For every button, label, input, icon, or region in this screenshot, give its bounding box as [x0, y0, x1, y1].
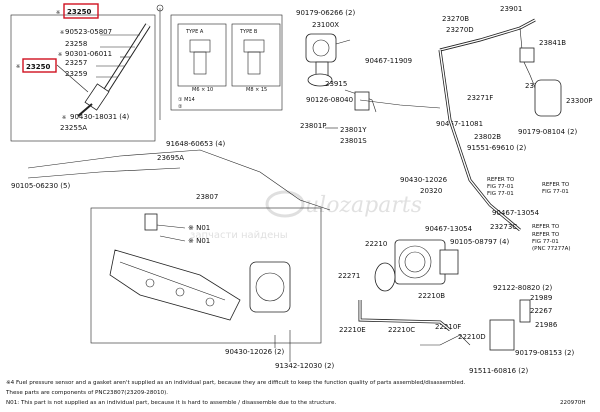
part-91648[interactable]: 91648-60653 (4) [166, 140, 225, 148]
fuel-pump-group: 90179-06266 (2) 23100X 90467-11909 23915… [296, 9, 412, 145]
svg-text:※: ※ [62, 115, 66, 121]
part-91551[interactable]: 91551-69610 (2) [467, 144, 526, 152]
refer-4-c[interactable]: (PNC 77277A) [532, 246, 571, 252]
part-23695A[interactable]: 23695A [157, 154, 184, 162]
svg-text:※: ※ [16, 64, 20, 70]
part-22210[interactable]: 22210 [365, 240, 387, 248]
part-22210E[interactable]: 22210E [339, 326, 366, 334]
part-90430-12026b[interactable]: 90430-12026 (2) [225, 348, 284, 356]
part-23801P[interactable]: 23801P [300, 122, 327, 130]
refer-4-a[interactable]: REFER TO [532, 224, 560, 230]
note-3: N01: This part is not supplied as an ind… [6, 400, 336, 406]
svg-text:※: ※ [56, 10, 60, 16]
intake-manifold-drawing: 90430-12026 (2) 91342-12030 (2) [27, 149, 334, 370]
left-mid-labels: 91648-60653 (4) 23695A 90105-06230 (5) 2… [11, 140, 540, 245]
part-90467-11909[interactable]: 90467-11909 [365, 57, 412, 65]
part-N01b[interactable]: ※ N01 [188, 237, 210, 245]
part-22271[interactable]: 22271 [338, 272, 360, 280]
svg-text:※: ※ [58, 52, 62, 58]
throttle-body-group: 22210 90105-08797 (4) 22271 22210B 22210… [338, 238, 574, 375]
detail-mark-1: ① M14 [178, 97, 195, 103]
part-90179-08104[interactable]: 90179-08104 (2) [518, 128, 577, 136]
part-23270B[interactable]: 23270B [442, 15, 469, 23]
part-90467-11081[interactable]: 90467-11081 [436, 120, 483, 128]
fuel-line-group: 23270B 23270D 23901 23841B 23270 23300P … [359, 5, 593, 232]
svg-text:※: ※ [60, 30, 64, 36]
part-20320[interactable]: 20320 [420, 187, 442, 195]
part-23801S[interactable]: 23801S [340, 137, 367, 145]
type-detail-box: TYPE A TYPE B M6 × 10 M8 × 15 ① M14 ② [170, 14, 283, 111]
watermark-brand: ulozaparts [305, 193, 422, 218]
refer-2-a[interactable]: REFER TO [542, 182, 570, 188]
part-91342[interactable]: 91342-12030 (2) [275, 362, 334, 370]
highlight-23250-top [63, 3, 99, 19]
refer-1-a[interactable]: REFER TO [487, 177, 515, 183]
part-21989[interactable]: 21989 [530, 294, 552, 302]
part-90105[interactable]: 90105-06230 (5) [11, 182, 70, 190]
part-23901[interactable]: 23901 [500, 5, 522, 13]
part-22210C[interactable]: 22210C [388, 326, 415, 334]
part-90467-13054[interactable]: 90467-13054 [492, 209, 540, 217]
type-a-label: TYPE A [185, 29, 204, 35]
part-23271F[interactable]: 23271F [467, 94, 493, 102]
part-23300P[interactable]: 23300P [566, 97, 593, 105]
refer-3-b[interactable]: FIG 77-01 [532, 239, 559, 245]
part-23802B[interactable]: 23802B [474, 133, 501, 141]
part-23270D[interactable]: 23270D [446, 26, 474, 34]
part-23801Y[interactable]: 23801Y [340, 126, 367, 134]
diagram-code: 220970H [560, 400, 586, 406]
part-90523[interactable]: 90523-05807 [65, 28, 112, 36]
refer-4-b[interactable]: FIG 77-01 [487, 191, 514, 197]
part-23258[interactable]: 23258 [65, 40, 87, 48]
highlight-23250-main [22, 58, 57, 73]
injector-group: ※ 23250 ※ 23250 ※ 90523-05807 23258 ※ 90… [10, 3, 164, 142]
part-23250-main[interactable]: 23250 [26, 63, 50, 71]
part-90430-18031[interactable]: 90430-18031 (4) [70, 113, 129, 121]
part-90179-06266[interactable]: 90179-06266 (2) [296, 9, 355, 17]
note-2: These parts are components of PNC23807(2… [5, 390, 168, 396]
part-N01a[interactable]: ※ N01 [188, 224, 210, 232]
detail-mark-2: ② [178, 104, 183, 110]
part-22210B[interactable]: 22210B [418, 292, 445, 300]
part-23807[interactable]: 23807 [196, 193, 218, 201]
part-92122[interactable]: 92122-80820 (2) [493, 284, 552, 292]
part-23255A[interactable]: 23255A [60, 124, 87, 132]
type-b-spec: M8 × 15 [246, 87, 267, 93]
refer-2-b[interactable]: FIG 77-01 [542, 189, 569, 195]
part-90105-08797[interactable]: 90105-08797 (4) [450, 238, 509, 246]
watermark: ulozaparts запчасти найдены [190, 190, 422, 241]
part-90430-12026a[interactable]: 90430-12026 [400, 176, 448, 184]
part-23915[interactable]: 23915 [325, 80, 347, 88]
injector-drawing [56, 4, 164, 120]
footnotes: ※4 Fuel pressure sensor and a gasket are… [5, 380, 586, 406]
type-a-spec: M6 × 10 [192, 87, 213, 93]
part-22210D[interactable]: 22210D [458, 333, 486, 341]
part-90126[interactable]: 90126-08040 (2) [306, 96, 365, 104]
part-23841B[interactable]: 23841B [539, 39, 566, 47]
part-23273C[interactable]: 23273C [490, 223, 517, 231]
part-90467-13054b[interactable]: 90467-13054 [425, 225, 473, 233]
refer-3-a[interactable]: REFER TO [532, 232, 560, 238]
part-23100X[interactable]: 23100X [312, 21, 339, 29]
part-22267[interactable]: 22267 [530, 307, 552, 315]
part-23257[interactable]: 23257 [65, 59, 87, 67]
part-90301[interactable]: 90301-06011 [65, 50, 112, 58]
part-23250-top[interactable]: 23250 [67, 8, 91, 16]
part-91511[interactable]: 91511-60816 (2) [469, 367, 528, 375]
watermark-subtitle: запчасти найдены [190, 230, 288, 241]
injector-frame [10, 14, 156, 142]
refer-labels: REFER TO FIG 77-01 REFER TO FIG 77-01 RE… [487, 177, 571, 252]
part-90179-08153[interactable]: 90179-08153 (2) [515, 349, 574, 357]
note-1: ※4 Fuel pressure sensor and a gasket are… [6, 380, 466, 386]
part-21986[interactable]: 21986 [535, 321, 558, 329]
refer-1-b[interactable]: FIG 77-01 [487, 184, 514, 190]
part-23259[interactable]: 23259 [65, 70, 87, 78]
type-b-label: TYPE B [239, 29, 258, 35]
